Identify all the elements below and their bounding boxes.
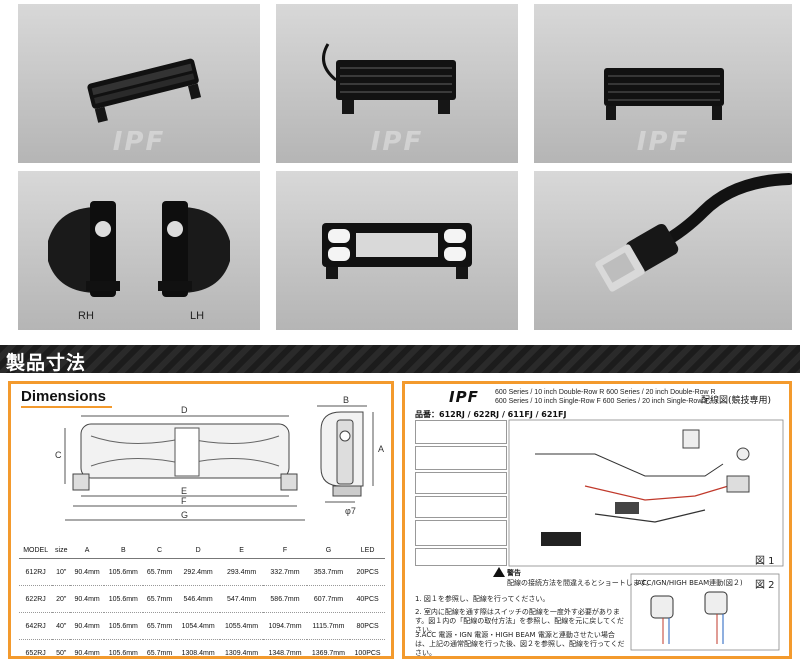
- warning-icon: [493, 567, 505, 577]
- watermark: IPF: [18, 127, 260, 157]
- dimensions-panel: Dimensions D B C A E F G φ7 MODEL size: [8, 381, 394, 659]
- table-cell: 1309.4mm: [220, 640, 263, 666]
- table-cell: 105.6mm: [104, 613, 143, 640]
- table-cell: 292.4mm: [176, 559, 219, 586]
- table-cell: 293.4mm: [220, 559, 263, 586]
- product-photo-5: [276, 171, 518, 330]
- table-cell: 642RJ: [19, 613, 52, 640]
- caption-rh: RH: [78, 310, 94, 322]
- note-3: 3.ACC 電源・IGN 電源・HIGH BEAM 電源と連動させたい場合は、上…: [415, 631, 627, 658]
- table-cell: 50": [52, 640, 70, 666]
- table-cell: 547.4mm: [220, 586, 263, 613]
- product-photo-6: [534, 171, 792, 330]
- table-cell: 612RJ: [19, 559, 52, 586]
- section-banner: 製品寸法: [0, 345, 800, 373]
- column-header: D: [176, 542, 219, 559]
- section-title: 製品寸法: [6, 348, 86, 375]
- table-cell: 622RJ: [19, 586, 52, 613]
- dimension-drawing: [11, 384, 391, 534]
- watermark: IPF: [534, 127, 792, 157]
- column-header: B: [104, 542, 143, 559]
- column-header: F: [263, 542, 306, 559]
- table-cell: 20": [52, 586, 70, 613]
- table-cell: 353.7mm: [307, 559, 350, 586]
- dim-label-b: B: [343, 395, 349, 405]
- column-header: G: [307, 542, 350, 559]
- table-cell: 90.4mm: [70, 640, 104, 666]
- figure-2-label: 図 2: [755, 576, 775, 591]
- table-cell: 20PCS: [350, 559, 385, 586]
- dim-label-c: C: [55, 450, 62, 460]
- dim-label-a: A: [378, 444, 384, 454]
- watermark: IPF: [276, 127, 518, 157]
- table-row: 622RJ 20" 90.4mm 105.6mm 65.7mm 546.4mm …: [19, 586, 385, 613]
- table-cell: 586.7mm: [263, 586, 306, 613]
- column-header: LED: [350, 542, 385, 559]
- figure-1-label: 図 1: [755, 552, 775, 567]
- table-cell: 332.7mm: [263, 559, 306, 586]
- warning-text: 配線の接続方法を間違えるとショートします。: [507, 578, 653, 588]
- product-photo-3: IPF: [534, 4, 792, 163]
- table-cell: 546.4mm: [176, 586, 219, 613]
- table-cell: 65.7mm: [143, 613, 177, 640]
- product-photo-1: IPF: [18, 4, 260, 163]
- table-cell: 105.6mm: [104, 586, 143, 613]
- table-cell: 10": [52, 559, 70, 586]
- connector-cable-photo: [534, 171, 792, 330]
- side-brackets-photo: [18, 171, 260, 330]
- product-photo-4: RH LH: [18, 171, 260, 330]
- column-header: E: [220, 542, 263, 559]
- table-cell: 90.4mm: [70, 586, 104, 613]
- table-cell: 1054.4mm: [176, 613, 219, 640]
- column-header: C: [143, 542, 177, 559]
- table-cell: 90.4mm: [70, 559, 104, 586]
- column-header: A: [70, 542, 104, 559]
- spec-table: MODEL size A B C D E F G LED 612RJ 10" 9…: [19, 542, 385, 666]
- table-cell: 1308.4mm: [176, 640, 219, 666]
- dim-label-e: E: [181, 486, 187, 496]
- table-cell: 40PCS: [350, 586, 385, 613]
- column-header: size: [52, 542, 70, 559]
- table-row: 612RJ 10" 90.4mm 105.6mm 65.7mm 292.4mm …: [19, 559, 385, 586]
- table-cell: 105.6mm: [104, 640, 143, 666]
- table-cell: 652RJ: [19, 640, 52, 666]
- table-cell: 607.7mm: [307, 586, 350, 613]
- dim-label-f: F: [181, 496, 187, 506]
- table-row: 642RJ 40" 90.4mm 105.6mm 65.7mm 1054.4mm…: [19, 613, 385, 640]
- table-cell: 100PCS: [350, 640, 385, 666]
- table-cell: 80PCS: [350, 613, 385, 640]
- note-1: 1. 図１を参照し、配線を行ってください。: [415, 594, 627, 604]
- table-cell: 1348.7mm: [263, 640, 306, 666]
- table-cell: 40": [52, 613, 70, 640]
- column-header: MODEL: [19, 542, 52, 559]
- table-cell: 105.6mm: [104, 559, 143, 586]
- warning-title: 警告: [507, 568, 521, 578]
- wiring-panel: IPF 600 Series / 10 inch Double-Row R 60…: [402, 381, 792, 659]
- table-cell: 1055.4mm: [220, 613, 263, 640]
- table-cell: 1115.7mm: [307, 613, 350, 640]
- dim-label-g: G: [181, 510, 188, 520]
- light-bar-front-photo: [276, 171, 518, 330]
- table-cell: 90.4mm: [70, 613, 104, 640]
- table-cell: 1369.7mm: [307, 640, 350, 666]
- spec-table-header: MODEL size A B C D E F G LED: [19, 542, 385, 559]
- dim-label-phi: φ7: [345, 506, 356, 516]
- table-cell: 1094.7mm: [263, 613, 306, 640]
- table-row: 652RJ 50" 90.4mm 105.6mm 65.7mm 1308.4mm…: [19, 640, 385, 666]
- table-cell: 65.7mm: [143, 640, 177, 666]
- caption-lh: LH: [190, 310, 204, 322]
- table-cell: 65.7mm: [143, 586, 177, 613]
- product-photo-2: IPF: [276, 4, 518, 163]
- dim-label-d: D: [181, 405, 188, 415]
- table-cell: 65.7mm: [143, 559, 177, 586]
